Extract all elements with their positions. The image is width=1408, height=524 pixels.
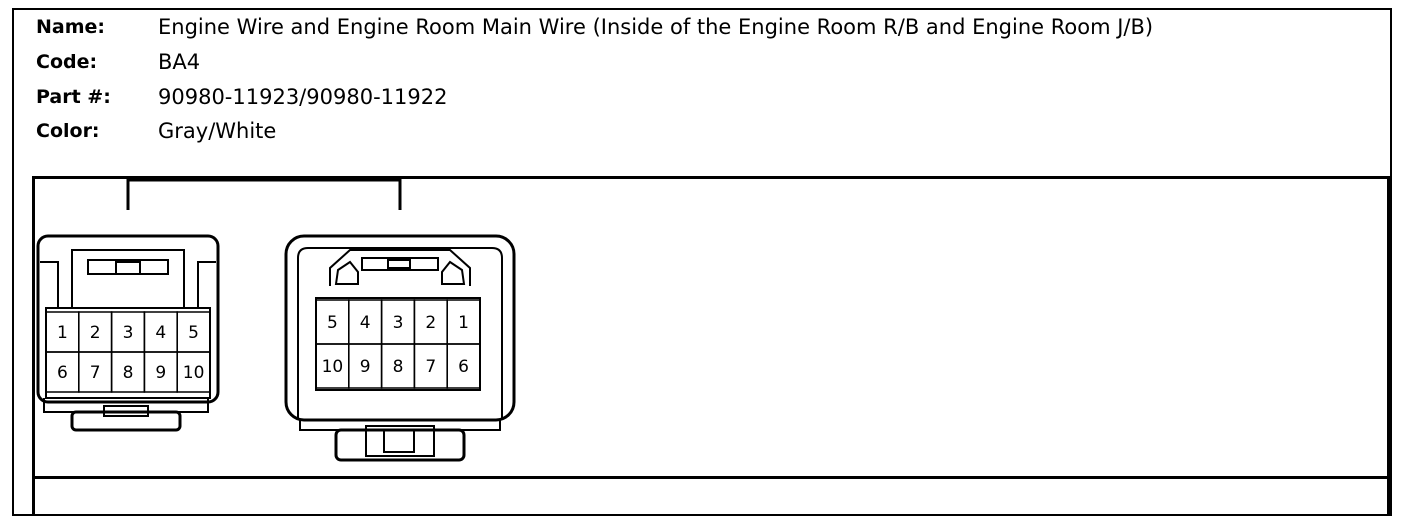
diagram-frame (12, 8, 1392, 516)
right-pin-label: 8 (393, 357, 404, 377)
left-pin-label: 1 (57, 323, 68, 343)
right-pin-label: 7 (425, 357, 436, 377)
left-pin-cell (176, 351, 211, 393)
right-pin-label: 6 (458, 357, 469, 377)
color-value: Gray/White (158, 119, 277, 143)
left-pin-label: 6 (57, 363, 68, 383)
left-pin-labels-top: 1 2 3 4 5 (57, 323, 199, 343)
right-pin-label: 3 (393, 313, 404, 333)
right-pin-label: 1 (458, 313, 469, 333)
left-pin-grid (45, 311, 211, 393)
left-pin-label: 9 (155, 363, 166, 383)
left-pin-label: 4 (155, 323, 166, 343)
connector-panel (32, 176, 1390, 516)
name-label: Name: (36, 16, 106, 38)
right-pin-labels-bottom: 10 9 8 7 6 (322, 357, 469, 377)
left-pin-label: 8 (123, 363, 134, 383)
color-label: Color: (36, 120, 100, 142)
part-value: 90980-11923/90980-11922 (158, 85, 448, 109)
left-pin-label: 3 (123, 323, 134, 343)
panel-divider (32, 476, 1390, 479)
right-pin-label: 9 (360, 357, 371, 377)
right-pin-label: 2 (425, 313, 436, 333)
code-label: Code: (36, 51, 98, 73)
part-label: Part #: (36, 86, 111, 108)
mating-bracket (126, 178, 402, 210)
right-pin-grid (315, 299, 481, 389)
right-pin-label: 4 (360, 313, 371, 333)
code-value: BA4 (158, 50, 201, 74)
left-pin-labels-bottom: 6 7 8 9 10 (57, 363, 204, 383)
right-connector (284, 234, 516, 462)
left-pin-label: 2 (90, 323, 101, 343)
right-pin-cell (446, 343, 481, 389)
left-pin-label: 5 (188, 323, 199, 343)
right-pin-labels-top: 5 4 3 2 1 (327, 313, 469, 333)
name-value: Engine Wire and Engine Room Main Wire (I… (158, 15, 1154, 39)
right-pin-label: 10 (322, 357, 344, 377)
right-pin-label: 5 (327, 313, 338, 333)
left-pin-label: 7 (90, 363, 101, 383)
left-pin-label: 10 (183, 363, 205, 383)
